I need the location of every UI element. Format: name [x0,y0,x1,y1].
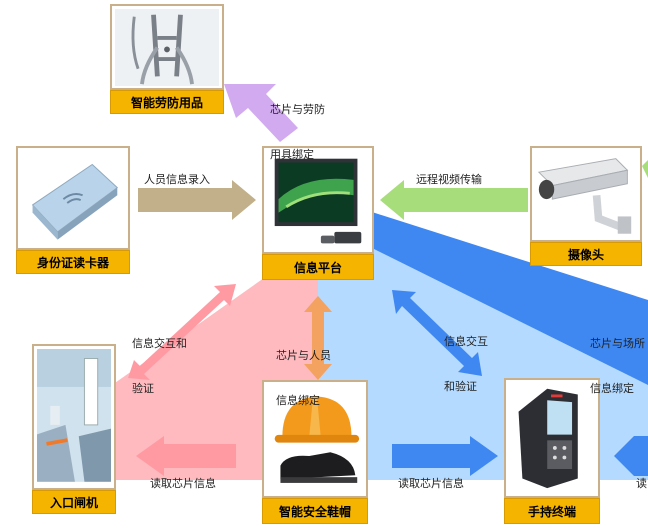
read-chip-right-text: 读 [636,477,647,490]
camera-label: 摄像头 [530,242,642,266]
blue-arrow-bottom [392,436,498,476]
gate-label: 入口闸机 [32,490,116,514]
platform-label: 信息平台 [262,254,374,280]
chip-person-bind-text: 芯片与人员 信息绑定 [276,349,331,407]
person-entry-text: 人员信息录入 [144,173,210,186]
gate-node[interactable] [32,344,116,490]
blue-arrow-right-edge [614,436,648,476]
pink-arrow-bottom [136,436,236,476]
purple-arrow [224,84,298,142]
handheld-label: 手持终端 [504,498,600,524]
blue-diagonal-band [372,212,648,385]
handheld-terminal-icon [509,383,595,492]
blue-double-arrow-diagonal [392,290,482,376]
handheld-node[interactable] [504,378,600,498]
helmet-label: 智能安全鞋帽 [262,498,368,524]
ppe-label: 智能劳防用品 [110,90,224,114]
read-chip-mid-text: 读取芯片信息 [398,477,464,490]
id-reader-label: 身份证读卡器 [16,250,130,274]
orange-double-arrow [304,296,332,380]
monitor-icon [267,151,369,250]
green-arrow [380,180,528,220]
video-transfer-text: 远程视频传输 [416,173,482,186]
helmet-shoe-icon [267,385,363,493]
turnstile-gate-icon [37,349,111,482]
chip-ppe-bind-text: 芯片与劳防 用具绑定 [270,103,325,161]
safety-harness-icon [115,9,219,87]
pink-double-arrow-diagonal [128,284,236,380]
platform-node[interactable] [262,146,374,254]
helmet-node[interactable] [262,380,368,498]
interact-left-text: 信息交互和 验证 [132,337,187,395]
camera-node[interactable] [530,146,642,242]
interact-right-text: 信息交互 和验证 [444,335,488,393]
id-reader-node[interactable] [16,146,130,250]
chip-site-bind-text: 芯片与场所 信息绑定 [590,337,645,395]
camera-icon [535,151,637,238]
card-reader-icon [21,151,125,246]
tan-arrow [138,180,256,220]
ppe-node[interactable] [110,4,224,90]
read-chip-left-text: 读取芯片信息 [150,477,216,490]
green-arrow-stub [642,160,648,178]
